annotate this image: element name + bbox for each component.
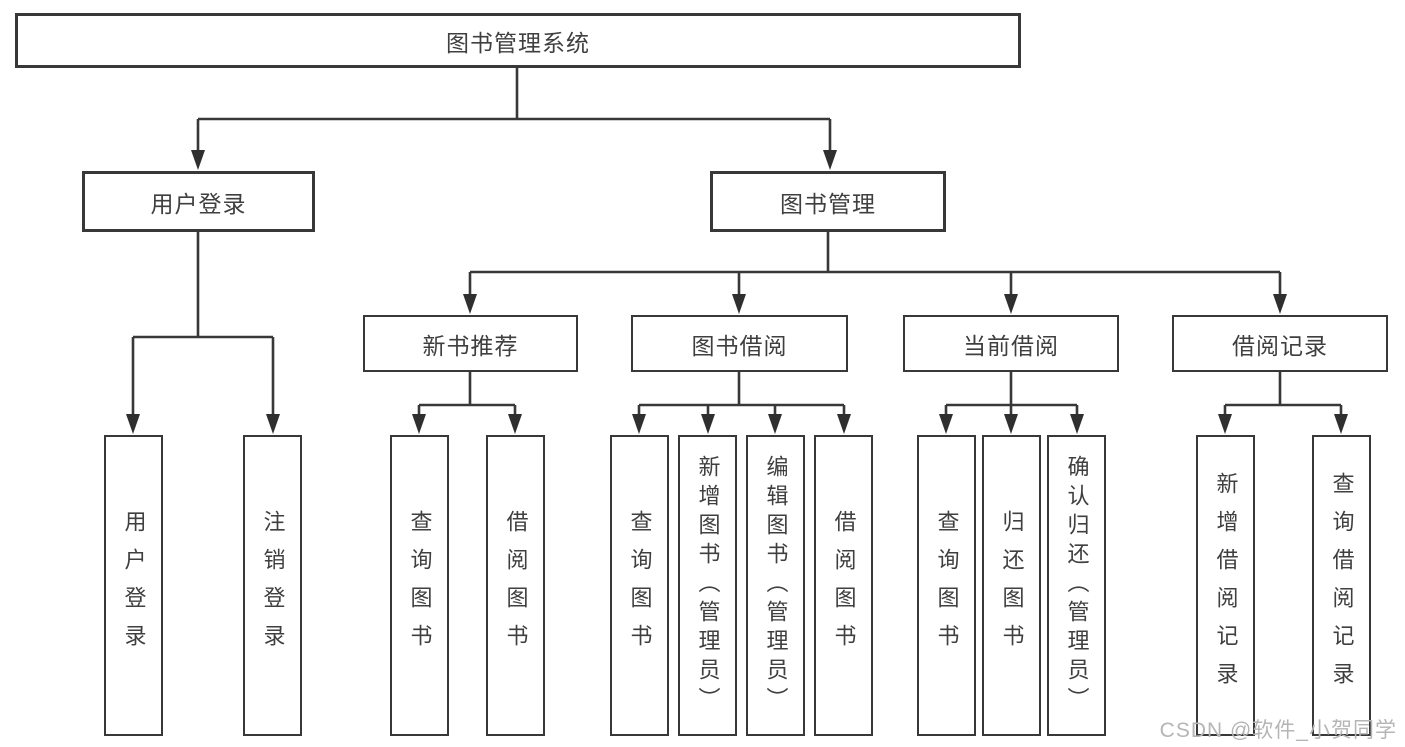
node-new-book-recommendation: 新书推荐 <box>363 315 578 372</box>
node-borrowing-records: 借阅记录 <box>1172 315 1388 372</box>
connector-edges <box>131 68 1343 416</box>
node-library-management-system: 图书管理系统 <box>15 13 1021 68</box>
leaf-query-books-recommend: 查询图书 <box>390 435 449 736</box>
leaf-query-borrow-record: 查询借阅记录 <box>1312 435 1371 736</box>
node-book-borrowing: 图书借阅 <box>631 315 848 372</box>
leaf-borrow-books: 借阅图书 <box>814 435 873 736</box>
leaf-query-books-current: 查询图书 <box>917 435 976 736</box>
leaf-edit-books-admin: 编辑图书（管理员） <box>746 435 805 736</box>
leaf-logout: 注销登录 <box>243 435 302 736</box>
node-book-management: 图书管理 <box>710 171 946 232</box>
leaf-confirm-return-admin: 确认归还（管理员） <box>1047 435 1106 736</box>
leaf-add-borrow-record: 新增借阅记录 <box>1196 435 1255 736</box>
leaf-add-books-admin: 新增图书（管理员） <box>678 435 737 736</box>
leaf-return-books: 归还图书 <box>982 435 1041 736</box>
node-user-login: 用户登录 <box>82 171 315 232</box>
node-current-borrowing: 当前借阅 <box>903 315 1119 372</box>
leaf-borrow-books-recommend: 借阅图书 <box>486 435 545 736</box>
csdn-watermark: CSDN @软件_小贺同学 <box>1159 719 1397 742</box>
leaf-query-books-borrowing: 查询图书 <box>610 435 669 736</box>
arrowheads <box>126 150 1348 434</box>
leaf-user-login: 用户登录 <box>104 435 163 736</box>
